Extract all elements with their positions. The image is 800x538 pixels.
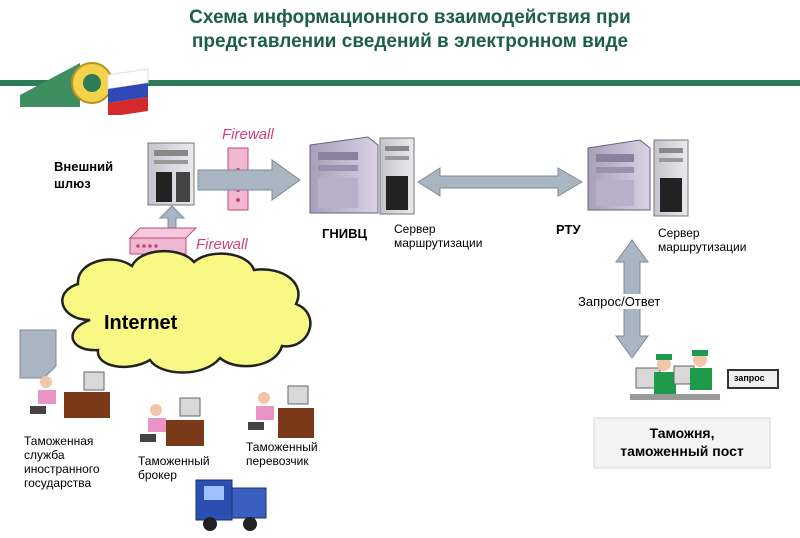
external-gateway-label: Внешний шлюз — [54, 159, 114, 191]
customs-post-box — [593, 417, 771, 469]
truck-icon — [195, 479, 267, 531]
customs-post-label: Таможня, таможенный пост — [620, 425, 744, 459]
green-flag-icon — [20, 63, 80, 107]
request-response-label: Запрос/Ответ — [578, 294, 661, 309]
title-line-2: представлении сведений в электронном вид… — [191, 31, 629, 52]
external-gateway-server-icon — [147, 142, 195, 206]
broker-workstation-icon — [140, 397, 204, 446]
rtu-routing-server-icon — [653, 139, 689, 217]
firewall-bottom-label: Firewall — [196, 236, 248, 253]
arrow-gateway-to-gnivc — [197, 159, 301, 201]
foreign-customs-label: Таможенная служба иностранного государст… — [24, 434, 100, 490]
russian-flag-icon — [107, 68, 149, 115]
gnivc-routing-label: Сервер маршрутизации — [394, 222, 483, 250]
rtu-label: РТУ — [556, 222, 581, 237]
customs-officers-icon — [630, 350, 720, 400]
broker-label: Таможенный брокер — [138, 454, 210, 482]
rtu-routing-label: Сервер маршрутизации — [658, 226, 747, 254]
foreign-customs-workstation-icon — [30, 371, 110, 418]
arrow-gnivc-rtu — [417, 167, 583, 197]
request-document-icon — [727, 369, 779, 389]
gnivc-server-icon — [309, 136, 379, 214]
internet-cloud-icon — [61, 250, 312, 374]
diagram-title: Схема информационного взаимодействия при… — [100, 6, 720, 54]
title-line-1: Схема информационного взаимодействия при — [189, 7, 631, 28]
carrier-label: Таможенный перевозчик — [246, 440, 318, 468]
rtu-server-icon — [587, 139, 651, 211]
document-icon — [19, 329, 57, 379]
internet-label: Internet — [104, 312, 178, 334]
header-band — [0, 80, 800, 86]
gnivc-label: ГНИВЦ — [322, 226, 367, 241]
carrier-workstation-icon — [248, 385, 314, 438]
header-emblem — [20, 62, 149, 115]
request-document-label: запрос — [734, 373, 765, 383]
firewall-bottom-icon — [128, 227, 198, 255]
firewall-top-label: Firewall — [222, 126, 274, 143]
gnivc-routing-server-icon — [379, 137, 415, 215]
